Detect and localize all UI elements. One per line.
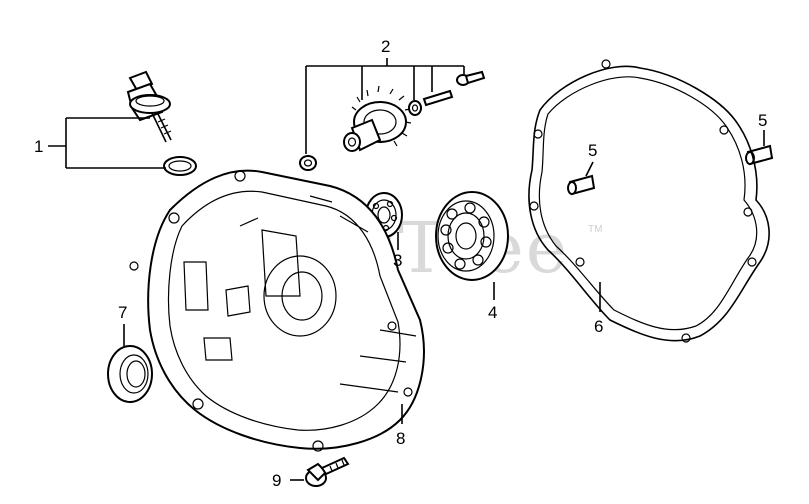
flange-bolt-part[interactable] (305, 456, 350, 487)
callout-5-right: 5 (758, 111, 767, 130)
large-ball-bearing-part[interactable] (435, 191, 509, 281)
oil-filler-cap-part[interactable] (126, 70, 172, 143)
crankcase-gasket-part[interactable] (528, 59, 770, 343)
governor-snap-ring-part[interactable] (408, 100, 422, 116)
trademark-text: TM (588, 224, 602, 235)
governor-shaft-part[interactable] (456, 70, 486, 86)
callout-7: 7 (118, 303, 127, 322)
oil-seal-part[interactable] (107, 345, 153, 403)
dowel-pin-center-part[interactable] (567, 174, 596, 196)
crankcase-cover-part[interactable] (129, 169, 425, 452)
callout-4: 4 (488, 303, 497, 322)
leader-lines (48, 58, 765, 481)
callout-2: 2 (381, 37, 390, 56)
callout-6: 6 (594, 317, 603, 336)
callout-8: 8 (396, 429, 405, 448)
callout-1: 1 (34, 137, 43, 156)
callout-5-center: 5 (588, 141, 597, 160)
callout-3: 3 (393, 251, 402, 270)
oil-cap-o-ring-part[interactable] (163, 156, 197, 176)
governor-pin-part[interactable] (422, 89, 454, 107)
callout-9: 9 (272, 471, 281, 490)
governor-washer-part[interactable] (299, 155, 317, 171)
governor-gear-part[interactable] (343, 85, 412, 152)
